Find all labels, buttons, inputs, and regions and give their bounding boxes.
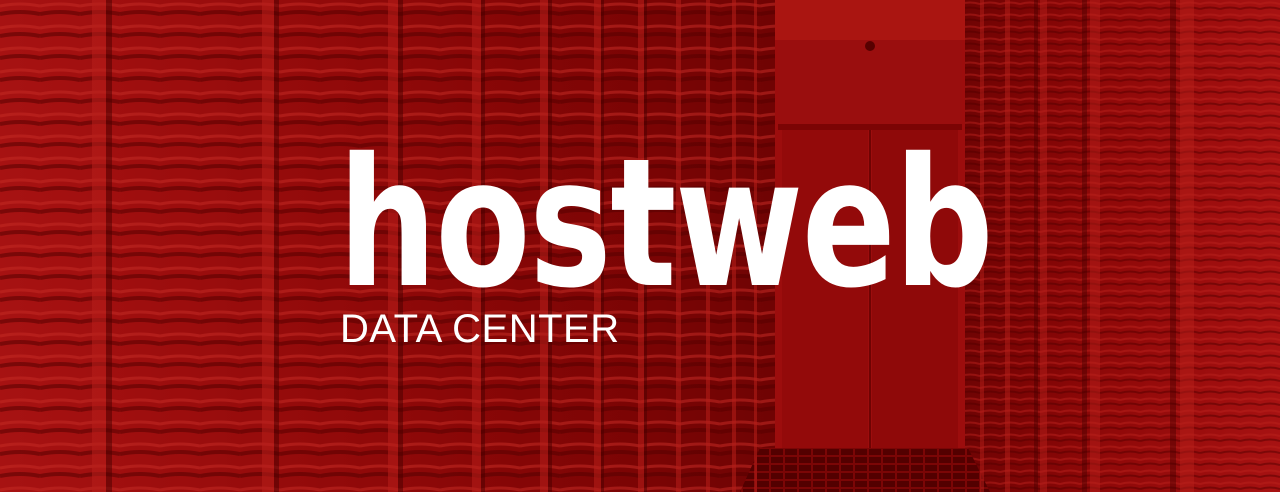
brand-logo: hostweb DATA CENTER: [338, 135, 994, 353]
brand-subtitle: DATA CENTER: [340, 307, 620, 351]
brand-wordmark: hostweb: [338, 120, 994, 327]
